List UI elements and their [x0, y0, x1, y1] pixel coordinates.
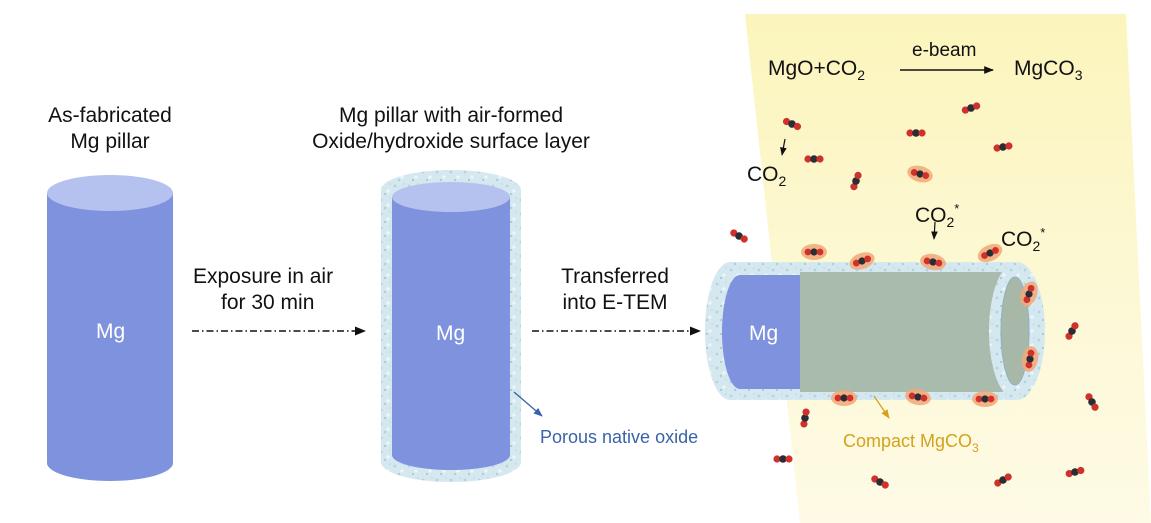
- panel1-title-line1: As-fabricated: [48, 104, 172, 127]
- reaction-condition: e-beam: [912, 40, 977, 61]
- co2-subscript: 2: [778, 173, 787, 189]
- compact-carbonate-subscript: 3: [972, 441, 979, 455]
- panel2-title-line1: Mg pillar with air-formed: [338, 104, 564, 127]
- co2-molecule: [1065, 322, 1079, 340]
- exposure-label: Exposure in air for 30 min: [193, 264, 333, 316]
- panel2-pillar-label: Mg: [436, 322, 466, 345]
- co2-molecule: [1085, 393, 1099, 411]
- co2-desorbed-label: CO2: [747, 162, 786, 194]
- panel2-title: Mg pillar with air-formed Oxide/hydroxid…: [291, 103, 611, 155]
- co2-molecule: [800, 408, 810, 428]
- porous-oxide-callout: Porous native oxide: [540, 427, 699, 447]
- co2-molecule: [1065, 466, 1085, 478]
- adsorbed-co2: [831, 390, 857, 406]
- co2-text: CO: [747, 163, 779, 186]
- porous-oxide-pointer: [513, 391, 543, 417]
- panel2-title-line2: Oxide/hydroxide surface layer: [312, 130, 590, 153]
- co2-molecule: [773, 455, 793, 463]
- co2-molecule: [850, 171, 862, 191]
- adsorbed-co2: [977, 243, 1003, 263]
- reaction-product: MgCO3: [1014, 56, 1082, 88]
- co2-molecule: [961, 102, 981, 114]
- adsorbed-co2: [905, 388, 931, 406]
- oxidized-pillar: [381, 170, 521, 482]
- as-fabricated-pillar: [47, 175, 173, 481]
- co2-desorb-arrow: [780, 138, 787, 156]
- co2-molecule: [871, 475, 889, 489]
- transfer-label-line2: into E-TEM: [562, 291, 668, 314]
- panel3-pillar-label: Mg: [749, 322, 779, 345]
- co2-excited-text-2: CO: [1001, 228, 1033, 251]
- co2-molecules: [730, 102, 1099, 489]
- compact-carbonate-pointer: [873, 395, 890, 419]
- transfer-label-line1: Transferred: [561, 265, 669, 288]
- co2-excited-subscript-1: 2: [946, 214, 955, 230]
- adsorbed-co2: [1020, 281, 1038, 307]
- co2-excited-label-1: CO2*: [915, 196, 959, 235]
- adsorbed-co2: [849, 252, 875, 270]
- reactants-subscript: 2: [857, 67, 866, 83]
- co2-excited-arrow: [931, 221, 938, 240]
- co2-molecule: [994, 473, 1012, 487]
- co2-excited-star-2: *: [1040, 225, 1046, 240]
- co2-excited-label-2: CO2*: [1001, 220, 1045, 259]
- co2-molecule: [906, 129, 926, 137]
- exposure-label-line1: Exposure in air: [193, 265, 334, 288]
- transfer-label: Transferred into E-TEM: [535, 264, 695, 316]
- compact-carbonate-text: Compact MgCO: [843, 431, 973, 451]
- adsorbed-co2: [801, 244, 827, 260]
- panel1-title-line2: Mg pillar: [70, 130, 150, 153]
- product-subscript: 3: [1074, 67, 1083, 83]
- co2-molecule: [730, 229, 748, 243]
- exposure-label-line2: for 30 min: [221, 291, 315, 314]
- adsorbed-co2: [907, 165, 933, 183]
- product-text: MgCO: [1014, 57, 1075, 80]
- adsorbed-co2: [920, 253, 946, 271]
- panel1-title: As-fabricated Mg pillar: [20, 103, 200, 155]
- co2-excited-text-1: CO: [915, 204, 947, 227]
- co2-molecule: [993, 142, 1013, 152]
- reaction-reactants: MgO+CO2: [768, 56, 865, 88]
- adsorbed-co2: [1021, 346, 1039, 372]
- compact-carbonate-label: Compact MgCO3: [843, 428, 979, 461]
- adsorbed-co2: [972, 391, 998, 407]
- co2-excited-star-1: *: [954, 201, 960, 216]
- co2-molecule: [804, 155, 824, 163]
- reactants-text: MgO+CO: [768, 57, 858, 80]
- co2-molecule: [782, 117, 802, 131]
- co2-excited-subscript-2: 2: [1032, 238, 1041, 254]
- adsorbed-co2-molecules: [801, 165, 1039, 407]
- panel1-pillar-label: Mg: [96, 320, 126, 343]
